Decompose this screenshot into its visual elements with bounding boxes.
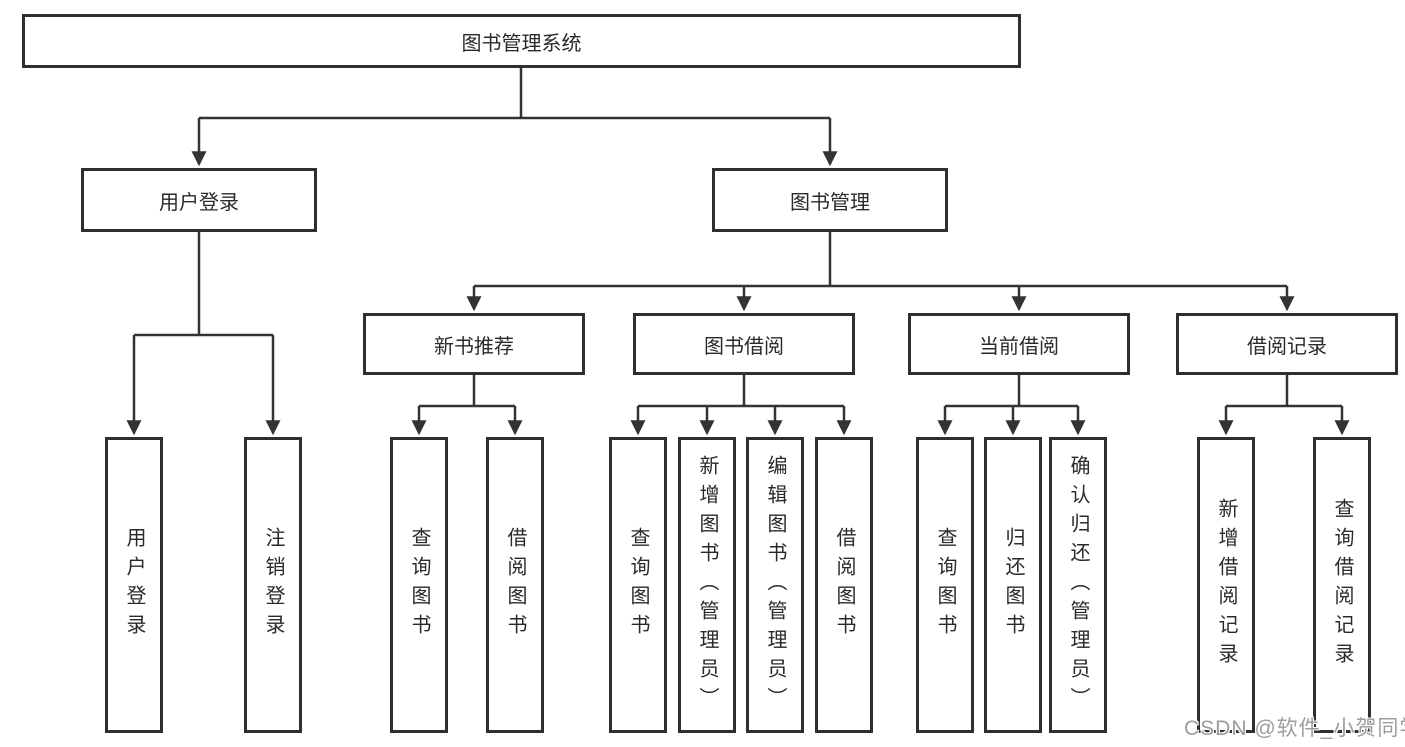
node-library-management-system: 图书管理系统 [22,14,1021,68]
node-label: 图书管理 [790,191,870,214]
node-label: 查询图书 [627,527,649,643]
node-new-book-recommendation: 新书推荐 [363,313,585,375]
node-label: 用户登录 [123,527,145,643]
leaf-bb-query-books: 查询图书 [609,437,667,733]
node-label: 新增图书（管理员） [696,454,718,716]
node-label: 新书推荐 [434,335,514,358]
leaf-logout-login: 注销登录 [244,437,302,733]
node-label: 当前借阅 [979,335,1059,358]
leaf-user-login: 用户登录 [105,437,163,733]
leaf-cb-query-books: 查询图书 [916,437,974,733]
leaf-br-query-borrow-record: 查询借阅记录 [1313,437,1371,733]
leaf-nb-query-books: 查询图书 [390,437,448,733]
node-label: 图书借阅 [704,335,784,358]
node-label: 借阅图书 [833,527,855,643]
csdn-watermark: CSDN @软件_小贺同学 [1184,717,1405,740]
node-label: 借阅图书 [504,527,526,643]
leaf-br-add-borrow-record: 新增借阅记录 [1197,437,1255,733]
node-label: 查询图书 [408,527,430,643]
node-label: 归还图书 [1002,527,1024,643]
node-label: 查询图书 [934,527,956,643]
node-current-borrowing: 当前借阅 [908,313,1130,375]
node-borrowing-records: 借阅记录 [1176,313,1398,375]
leaf-cb-return-books: 归还图书 [984,437,1042,733]
node-label: 新增借阅记录 [1215,498,1237,672]
node-label: 确认归还（管理员） [1067,454,1089,716]
node-user-login: 用户登录 [81,168,317,232]
node-label: 图书管理系统 [461,32,582,55]
node-label: 借阅记录 [1247,335,1327,358]
leaf-nb-borrow-books: 借阅图书 [486,437,544,733]
leaf-bb-add-book-admin: 新增图书（管理员） [678,437,736,733]
node-label: 用户登录 [159,191,239,214]
leaf-bb-edit-book-admin: 编辑图书（管理员） [746,437,804,733]
node-label: 查询借阅记录 [1331,498,1353,672]
leaf-cb-confirm-return-admin: 确认归还（管理员） [1049,437,1107,733]
node-label: 编辑图书（管理员） [764,454,786,716]
node-label: 注销登录 [262,527,284,643]
leaf-bb-borrow-books: 借阅图书 [815,437,873,733]
node-book-borrowing: 图书借阅 [633,313,855,375]
node-book-management: 图书管理 [712,168,948,232]
